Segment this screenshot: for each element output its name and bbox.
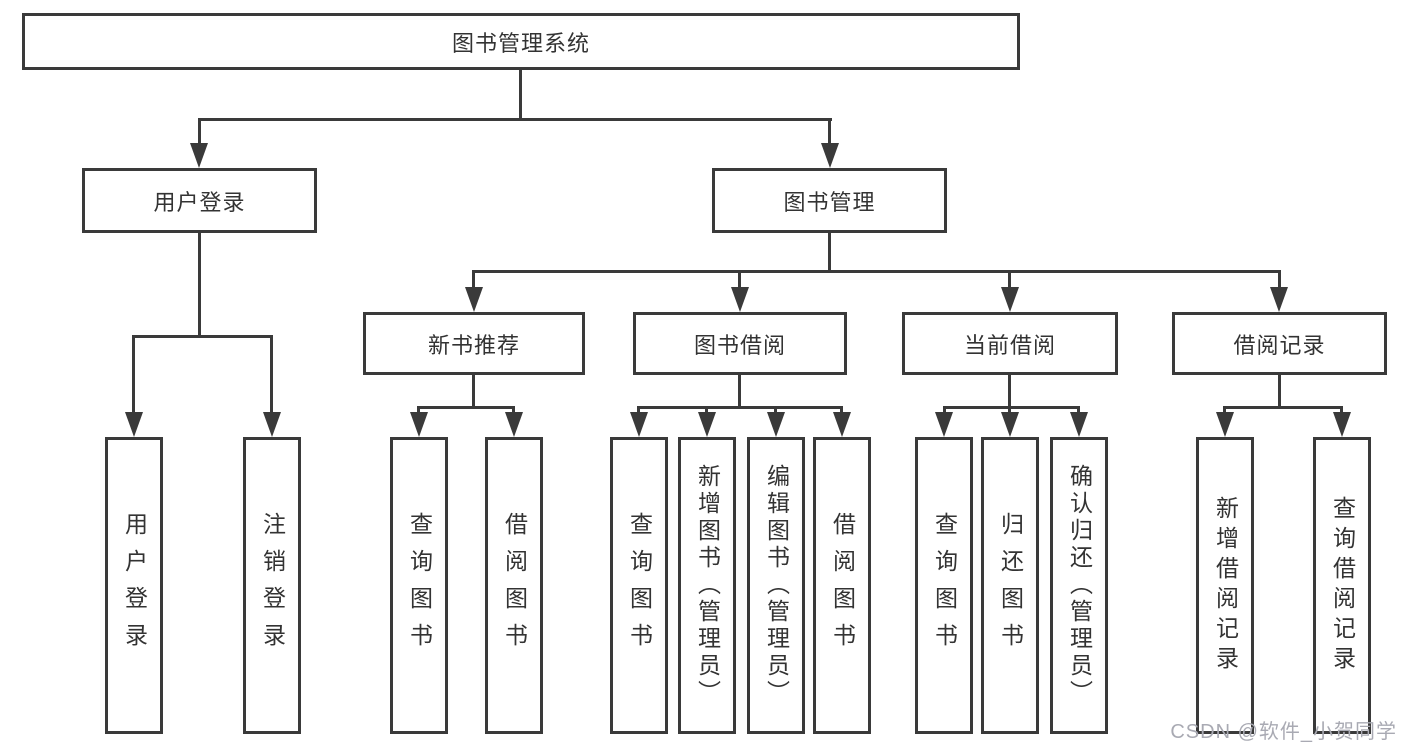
connector-line (738, 270, 741, 292)
leaf-borrow-books-1: 借阅图书 (485, 437, 543, 734)
node-book-borrow-label: 图书借阅 (693, 332, 786, 358)
connector-line (1008, 406, 1011, 416)
leaf-add-borrow-record: 新增借阅记录 (1196, 437, 1254, 734)
connector-line (1008, 375, 1011, 408)
connector-line (1223, 406, 1226, 416)
arrow-down-icon (1001, 412, 1019, 437)
arrow-down-icon (698, 412, 716, 437)
node-book-manage: 图书管理 (712, 168, 947, 233)
leaf-add-books-admin: 新增图书（管理员） (678, 437, 736, 734)
connector-line (472, 270, 1281, 273)
arrow-down-icon (1001, 287, 1019, 312)
node-user-login: 用户登录 (82, 168, 317, 233)
arrow-down-icon (1070, 412, 1088, 437)
leaf-user-login: 用户登录 (105, 437, 163, 734)
leaf-logout-label: 注销登录 (259, 511, 286, 660)
node-new-book-recommend: 新书推荐 (363, 312, 585, 375)
connector-line (1077, 406, 1080, 416)
connector-line (472, 375, 475, 408)
node-current-borrow-label: 当前借阅 (963, 332, 1056, 358)
node-book-borrow: 图书借阅 (633, 312, 847, 375)
arrow-down-icon (263, 412, 281, 437)
arrow-down-icon (465, 287, 483, 312)
connector-line (828, 118, 831, 148)
leaf-query-books-3-label: 查询图书 (931, 511, 958, 660)
connector-line (198, 118, 201, 148)
connector-line (417, 406, 515, 409)
leaf-edit-books-admin: 编辑图书（管理员） (747, 437, 805, 734)
arrow-down-icon (731, 287, 749, 312)
leaf-query-books-1-label: 查询图书 (406, 511, 433, 660)
connector-line (774, 406, 777, 416)
connector-line (738, 375, 741, 408)
connector-line (1278, 270, 1281, 292)
connector-line (705, 406, 708, 416)
leaf-query-books-3: 查询图书 (915, 437, 973, 734)
arrow-down-icon (767, 412, 785, 437)
leaf-add-borrow-record-label: 新增借阅记录 (1212, 495, 1239, 676)
node-borrow-records-label: 借阅记录 (1233, 332, 1326, 358)
node-book-manage-label: 图书管理 (783, 189, 876, 215)
leaf-return-books: 归还图书 (981, 437, 1039, 734)
leaf-edit-books-admin-label: 编辑图书（管理员） (763, 464, 790, 707)
leaf-confirm-return-admin-label: 确认归还（管理员） (1066, 464, 1093, 707)
connector-line (519, 69, 522, 118)
connector-line (417, 406, 420, 416)
connector-line (828, 233, 831, 272)
node-root-library-system: 图书管理系统 (22, 13, 1020, 70)
arrow-down-icon (190, 143, 208, 168)
connector-line (132, 335, 273, 338)
connector-line (1008, 270, 1011, 292)
arrow-down-icon (630, 412, 648, 437)
arrow-down-icon (505, 412, 523, 437)
connector-line (198, 118, 832, 121)
leaf-query-borrow-record-label: 查询借阅记录 (1329, 495, 1356, 676)
leaf-borrow-books-2: 借阅图书 (813, 437, 871, 734)
node-root-label: 图书管理系统 (451, 30, 590, 56)
connector-line (1223, 406, 1343, 409)
node-user-login-label: 用户登录 (153, 189, 246, 215)
connector-line (472, 270, 475, 292)
csdn-watermark: CSDN @软件_小贺同学 (1170, 721, 1397, 743)
connector-line (943, 406, 1080, 409)
node-borrow-records: 借阅记录 (1172, 312, 1387, 375)
leaf-query-borrow-record: 查询借阅记录 (1313, 437, 1371, 734)
arrow-down-icon (935, 412, 953, 437)
arrow-down-icon (125, 412, 143, 437)
arrow-down-icon (1216, 412, 1234, 437)
leaf-borrow-books-2-label: 借阅图书 (829, 511, 856, 660)
arrow-down-icon (833, 412, 851, 437)
connector-line (943, 406, 946, 416)
connector-line (132, 335, 135, 415)
connector-line (637, 406, 843, 409)
leaf-user-login-label: 用户登录 (121, 511, 148, 660)
connector-line (512, 406, 515, 416)
arrow-down-icon (1333, 412, 1351, 437)
leaf-logout: 注销登录 (243, 437, 301, 734)
connector-line (1340, 406, 1343, 416)
leaf-return-books-label: 归还图书 (997, 511, 1024, 660)
arrow-down-icon (410, 412, 428, 437)
leaf-query-books-2-label: 查询图书 (626, 511, 653, 660)
connector-line (637, 406, 640, 416)
arrow-down-icon (1270, 287, 1288, 312)
leaf-confirm-return-admin: 确认归还（管理员） (1050, 437, 1108, 734)
connector-line (840, 406, 843, 416)
leaf-query-books-1: 查询图书 (390, 437, 448, 734)
leaf-add-books-admin-label: 新增图书（管理员） (694, 464, 721, 707)
connector-line (1278, 375, 1281, 408)
node-current-borrow: 当前借阅 (902, 312, 1118, 375)
arrow-down-icon (821, 143, 839, 168)
connector-line (270, 335, 273, 415)
leaf-borrow-books-1-label: 借阅图书 (501, 511, 528, 660)
node-new-book-recommend-label: 新书推荐 (427, 332, 520, 358)
connector-line (198, 233, 201, 337)
leaf-query-books-2: 查询图书 (610, 437, 668, 734)
